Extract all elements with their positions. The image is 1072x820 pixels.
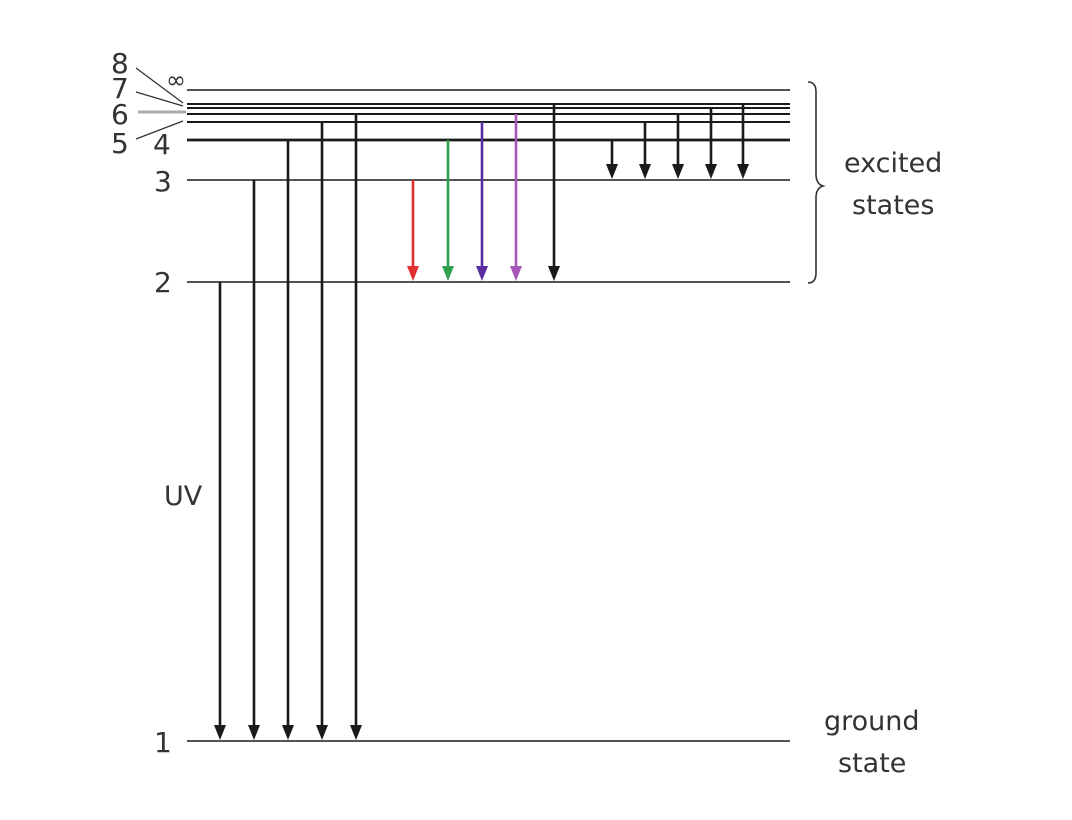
paschen-arrow-7-3-head [705,164,717,179]
balmer-arrow-8-2 [548,104,560,281]
lyman-arrow-2-1-head [214,725,226,740]
state-label: state [838,748,906,779]
leader-5 [135,120,184,140]
paschen-arrow-4-3 [606,140,618,179]
balmer-arrow-5-2 [476,122,488,281]
lyman-arrow-6-1-head [350,725,362,740]
balmer-arrow-4-2-head [442,266,454,281]
paschen-arrow-8-3 [737,104,749,179]
lyman-arrow-5-1-head [316,725,328,740]
level-label-5: 5 [111,127,129,160]
transitions [214,104,749,740]
balmer-arrow-4-2 [442,140,454,281]
level-label-3: 3 [154,165,172,198]
balmer-arrow-8-2-head [548,266,560,281]
lyman-arrow-6-1 [350,114,362,740]
lyman-arrow-4-1-head [282,725,294,740]
level-labels: 8 7 6 5 4 ∞ 3 2 1 [111,47,186,759]
lyman-arrow-5-1 [316,122,328,740]
balmer-arrow-6-2 [510,114,522,281]
balmer-arrow-5-2-head [476,266,488,281]
lyman-arrow-4-1 [282,140,294,740]
excited-states-brace [807,81,826,284]
level-label-7: 7 [111,72,129,105]
paschen-arrow-6-3-head [672,164,684,179]
uv-label: UV [164,481,203,512]
paschen-arrow-5-3-head [639,164,651,179]
level-label-4: 4 [153,128,171,161]
leader-8 [135,67,184,104]
level-label-leaders [135,67,186,140]
paschen-arrow-7-3 [705,108,717,179]
paschen-arrow-8-3-head [737,164,749,179]
states-label: states [852,190,934,221]
leader-7 [135,91,184,107]
balmer-arrow-6-2-head [510,266,522,281]
paschen-arrow-4-3-head [606,164,618,179]
ground-label: ground [824,706,920,737]
balmer-arrow-3-2-head [407,266,419,281]
lyman-arrow-3-1-head [248,725,260,740]
balmer-arrow-3-2 [407,180,419,281]
energy-levels [187,89,790,742]
level-label-2: 2 [154,266,172,299]
level-label-1: 1 [154,726,172,759]
level-label-6: 6 [111,98,129,131]
paschen-arrow-6-3 [672,114,684,179]
level-label-infinity: ∞ [166,66,186,94]
excited-label: excited [844,148,942,179]
lyman-arrow-2-1 [214,282,226,740]
level-label-8: 8 [111,47,129,80]
paschen-arrow-5-3 [639,122,651,179]
lyman-arrow-3-1 [248,180,260,740]
